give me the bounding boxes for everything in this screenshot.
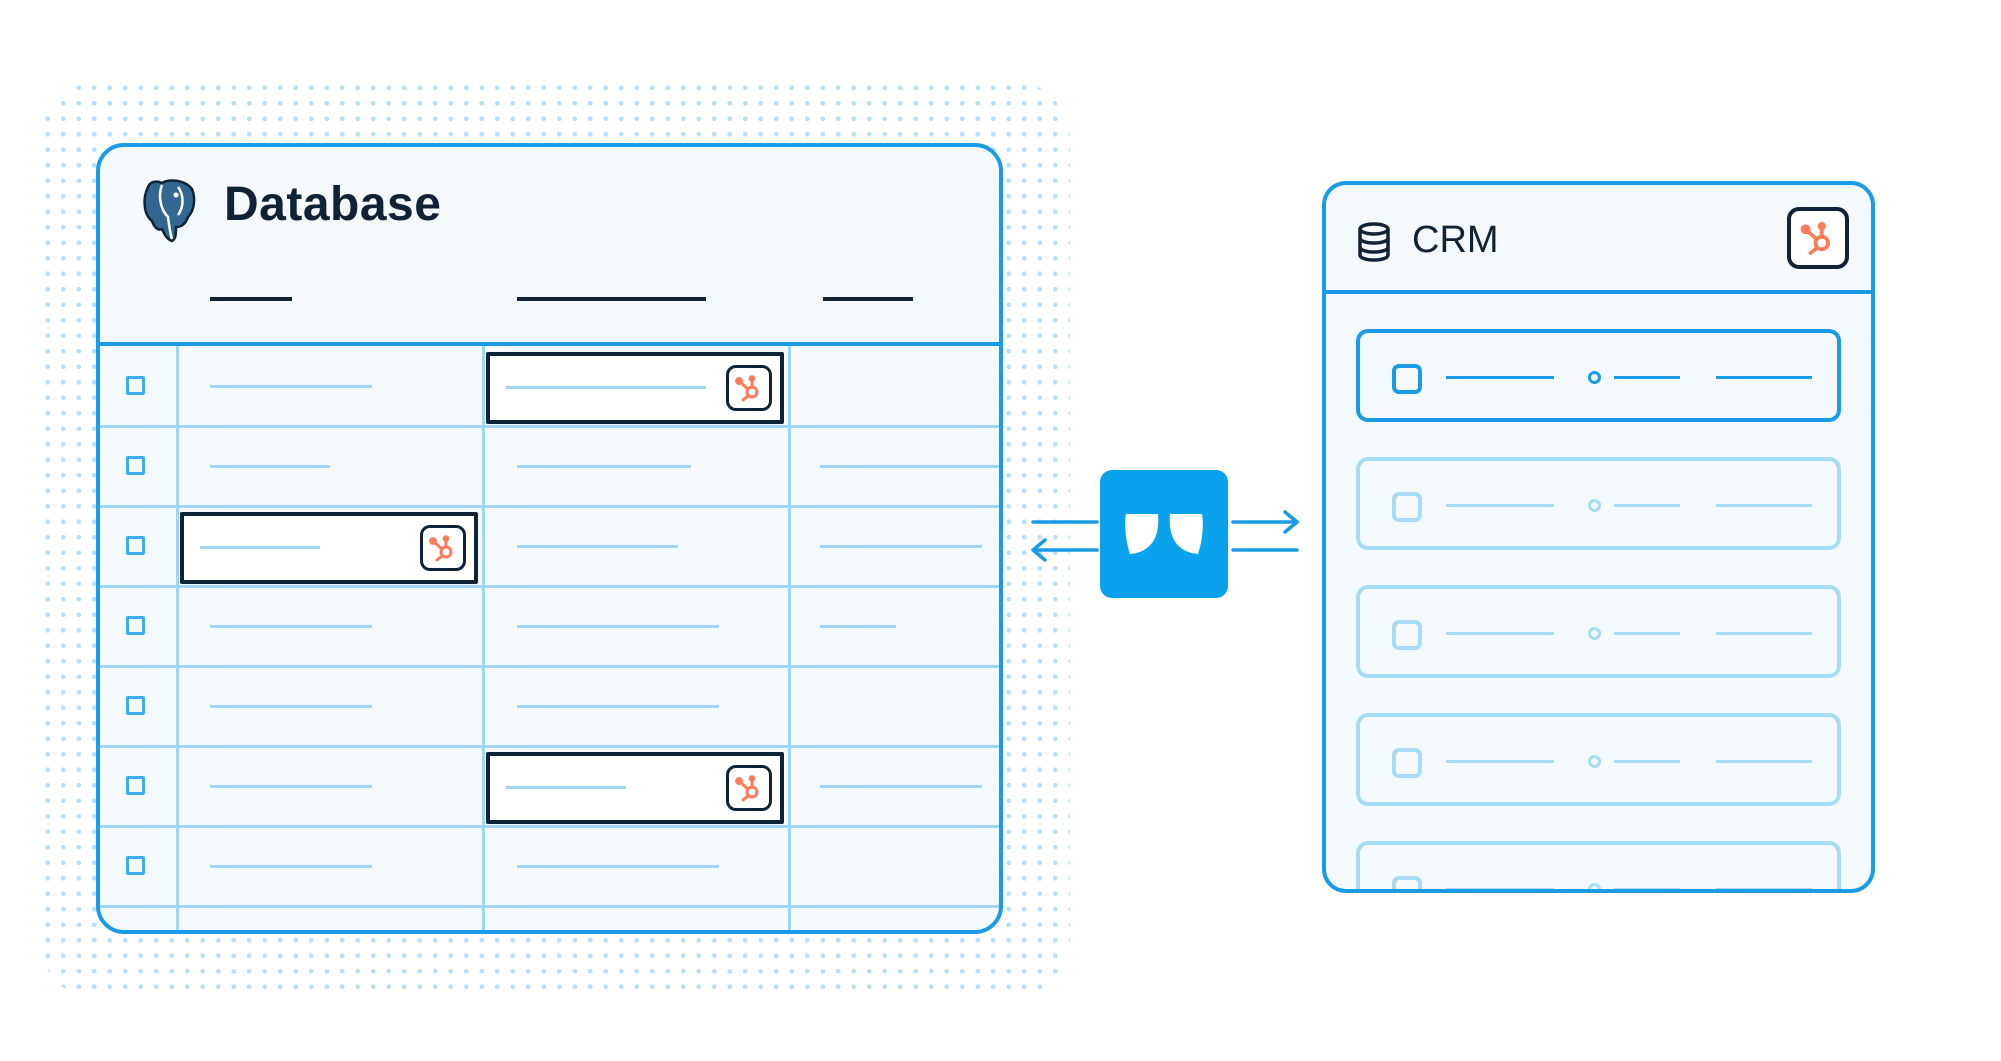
- record-field-line: [1614, 632, 1680, 635]
- table-row-border: [100, 905, 999, 908]
- record-field-line: [1614, 376, 1680, 379]
- cell-placeholder: [820, 465, 999, 468]
- header-divider: [100, 342, 999, 346]
- record-dot: [1588, 883, 1601, 889]
- database-table: [100, 346, 999, 930]
- table-column-border: [176, 346, 179, 930]
- hubspot-icon: [726, 365, 772, 411]
- cell-placeholder: [517, 465, 691, 468]
- crm-record[interactable]: [1356, 841, 1841, 889]
- row-checkbox[interactable]: [126, 616, 145, 635]
- table-column-border: [788, 346, 791, 930]
- row-checkbox[interactable]: [126, 856, 145, 875]
- record-field-line: [1716, 504, 1812, 507]
- cell-placeholder: [820, 625, 896, 628]
- sync-arrows: [1031, 510, 1299, 562]
- row-checkbox[interactable]: [126, 776, 145, 795]
- crm-header-divider: [1326, 290, 1871, 294]
- synced-cell[interactable]: [486, 352, 784, 424]
- record-dot: [1588, 755, 1601, 768]
- record-dot: [1588, 371, 1601, 384]
- hubspot-icon: [1787, 207, 1849, 269]
- cell-placeholder: [517, 625, 719, 628]
- cell-placeholder: [210, 865, 372, 868]
- table-row-border: [100, 585, 999, 588]
- record-field-line: [1716, 888, 1812, 889]
- record-field-line: [1716, 376, 1812, 379]
- crm-record[interactable]: [1356, 713, 1841, 806]
- database-panel: Database: [96, 143, 1003, 934]
- record-dot: [1588, 499, 1601, 512]
- record-field-line: [1446, 504, 1554, 507]
- cell-placeholder: [210, 785, 372, 788]
- cell-placeholder: [820, 545, 982, 548]
- record-checkbox[interactable]: [1392, 620, 1422, 650]
- record-checkbox[interactable]: [1392, 876, 1422, 889]
- cell-placeholder: [517, 545, 678, 548]
- record-field-line: [1446, 760, 1554, 763]
- table-row-border: [100, 665, 999, 668]
- crm-record[interactable]: [1356, 585, 1841, 678]
- row-checkbox[interactable]: [126, 536, 145, 555]
- database-header: Database: [100, 147, 999, 344]
- column-header-3: [823, 297, 913, 301]
- table-row-border: [100, 825, 999, 828]
- row-checkbox[interactable]: [126, 376, 145, 395]
- postgresql-elephant-icon: [143, 179, 196, 243]
- column-header-2: [517, 297, 706, 301]
- crm-record[interactable]: [1356, 329, 1841, 422]
- sync-app-logo-icon: [1100, 470, 1228, 598]
- cell-placeholder: [200, 546, 320, 549]
- record-checkbox[interactable]: [1392, 748, 1422, 778]
- hubspot-icon: [726, 765, 772, 811]
- table-row-border: [100, 745, 999, 748]
- synced-cell[interactable]: [180, 512, 478, 584]
- app-logo-mark: [1125, 514, 1203, 554]
- table-column-border: [482, 346, 485, 930]
- cell-placeholder: [210, 465, 330, 468]
- record-field-line: [1614, 760, 1680, 763]
- database-title: Database: [224, 178, 442, 231]
- record-field-line: [1614, 504, 1680, 507]
- cell-placeholder: [210, 625, 372, 628]
- cell-placeholder: [517, 865, 719, 868]
- synced-cell[interactable]: [486, 752, 784, 824]
- crm-panel: CRM: [1322, 181, 1875, 893]
- crm-record[interactable]: [1356, 457, 1841, 550]
- cell-placeholder: [506, 386, 706, 389]
- cell-placeholder: [506, 786, 626, 789]
- row-checkbox[interactable]: [126, 456, 145, 475]
- cell-placeholder: [517, 705, 719, 708]
- record-dot: [1588, 627, 1601, 640]
- record-field-line: [1716, 632, 1812, 635]
- record-field-line: [1446, 632, 1554, 635]
- record-field-line: [1446, 376, 1554, 379]
- cell-placeholder: [210, 705, 372, 708]
- record-checkbox[interactable]: [1392, 364, 1422, 394]
- cell-placeholder: [820, 785, 982, 788]
- table-row-border: [100, 425, 999, 428]
- database-icon: [1358, 222, 1390, 262]
- record-checkbox[interactable]: [1392, 492, 1422, 522]
- record-field-line: [1446, 888, 1554, 889]
- row-checkbox[interactable]: [126, 696, 145, 715]
- record-field-line: [1614, 888, 1680, 889]
- table-row-border: [100, 505, 999, 508]
- hubspot-icon: [420, 525, 466, 571]
- record-field-line: [1716, 760, 1812, 763]
- column-header-1: [210, 297, 292, 301]
- crm-title: CRM: [1412, 219, 1499, 261]
- cell-placeholder: [210, 385, 372, 388]
